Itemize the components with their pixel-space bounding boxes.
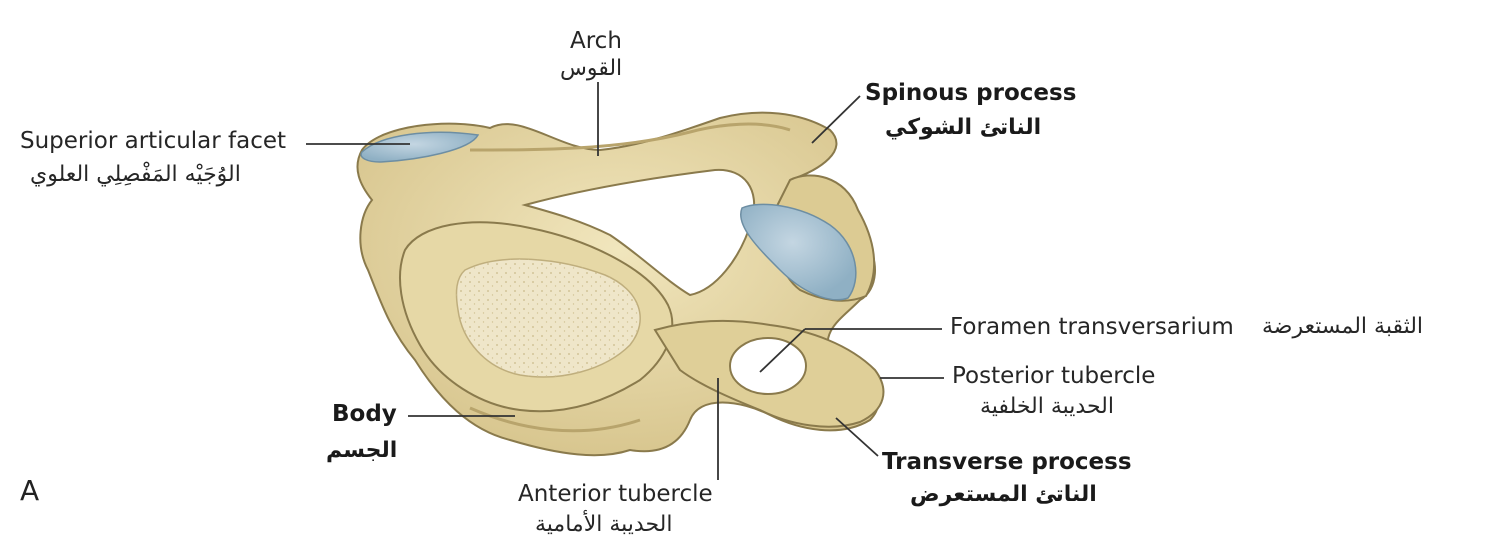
label-body-ar: الجسم <box>326 438 398 463</box>
panel-letter: A <box>20 474 40 507</box>
label-transverse-en: Transverse process <box>882 449 1132 475</box>
label-arch-en: Arch <box>570 28 622 54</box>
label-foramen-en: Foramen transversarium <box>950 314 1234 340</box>
label-arch-ar: القوس <box>560 56 623 81</box>
label-foramen-ar: الثقبة المستعرضة <box>1262 314 1424 339</box>
leader-lines <box>306 82 944 480</box>
leader-foramen-end <box>759 328 806 373</box>
label-body-en: Body <box>332 401 397 427</box>
inferior-articular-facet <box>740 203 857 301</box>
label-posterior-tubercle-ar: الحديبة الخلفية <box>980 394 1114 419</box>
leader-transverse <box>835 417 879 457</box>
label-superior-facet-ar: الوُجَيْه المَفْصِلِي العلوي <box>30 162 241 187</box>
label-anterior-tubercle-ar: الحديبة الأمامية <box>535 512 673 537</box>
label-posterior-tubercle-en: Posterior tubercle <box>952 363 1156 389</box>
leader-spinous <box>811 95 861 144</box>
label-anterior-tubercle-en: Anterior tubercle <box>518 481 713 507</box>
label-spinous-en: Spinous process <box>865 80 1077 106</box>
label-transverse-ar: الناتئ المستعرض <box>910 482 1097 507</box>
superior-articular-facet <box>360 131 480 163</box>
vertebra-bone <box>356 111 885 457</box>
label-superior-facet-en: Superior articular facet <box>20 128 287 154</box>
label-spinous-ar: الناتئ الشوكي <box>885 115 1042 140</box>
